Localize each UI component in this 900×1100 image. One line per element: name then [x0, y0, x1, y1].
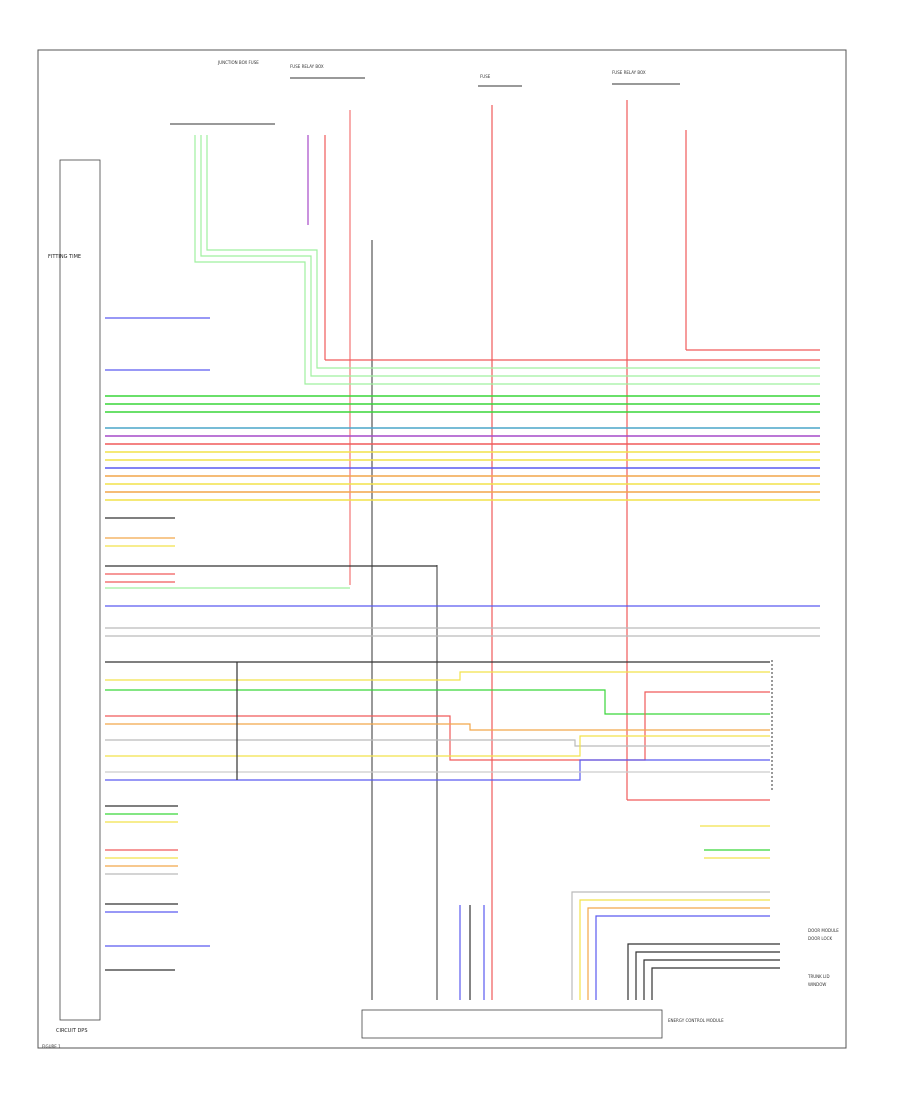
right-label-3: TRUNK LID	[807, 974, 830, 979]
center-bottom-verticals	[459, 905, 485, 1000]
main-module-label: FITTING TIME	[48, 254, 81, 260]
top-connector-2: FUSE RELAY BOX	[290, 64, 365, 79]
green-bundle	[194, 135, 820, 385]
top-connector-3: FUSE	[478, 74, 522, 87]
right-label-4: WINDOW	[808, 982, 826, 987]
right-label-2: DOOR LOCK	[808, 936, 832, 941]
svg-text:JUNCTION BOX FUSE: JUNCTION BOX FUSE	[217, 60, 259, 65]
lower-left-stubs	[105, 805, 210, 971]
svg-text:FUSE: FUSE	[480, 74, 491, 79]
main-module-box	[59, 159, 101, 1021]
top-connector-4: FUSE RELAY BOX	[612, 70, 680, 85]
lower-crossover-bundle	[105, 662, 770, 781]
page-ref: FIGURE 1	[42, 1044, 61, 1049]
bottom-control-box	[361, 1009, 663, 1039]
bottom-left-label: CIRCUIT DPS	[56, 1028, 88, 1034]
bus-group-1	[105, 395, 820, 413]
diagram-frame	[37, 49, 847, 1049]
top-connector-1: JUNCTION BOX FUSE	[170, 60, 275, 125]
svg-text:FUSE RELAY BOX: FUSE RELAY BOX	[612, 70, 646, 75]
bus-group-2	[105, 427, 820, 501]
right-label-1: DOOR MODULE	[808, 928, 839, 933]
right-lower-connector	[627, 660, 773, 859]
svg-text:FUSE RELAY BOX: FUSE RELAY BOX	[290, 64, 324, 69]
bottom-control-label: ENERGY CONTROL MODULE	[668, 1018, 724, 1023]
left-stub-wires	[105, 317, 437, 589]
lower-right-feeds	[571, 891, 780, 1000]
